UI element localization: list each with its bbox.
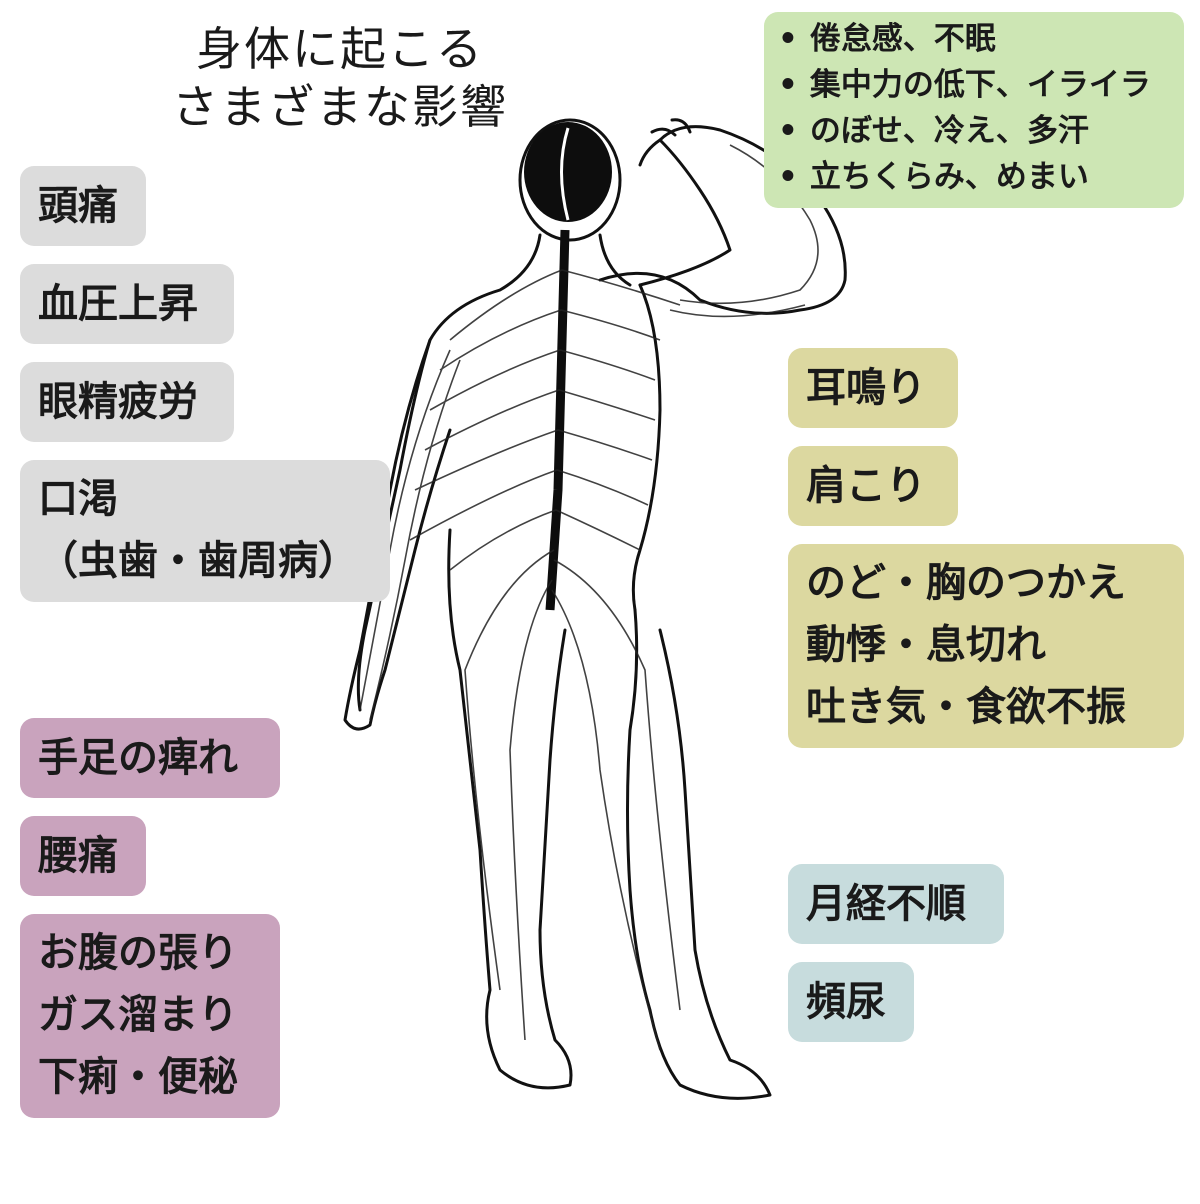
brain-icon	[524, 122, 612, 222]
numbness-label: 手足の痺れ	[20, 718, 280, 798]
spinal-cord	[545, 229, 570, 611]
irregular-period-label: 月経不順	[788, 864, 1004, 944]
nervous-system-figure	[300, 110, 860, 1140]
chest-line-2: 動悸・息切れ	[806, 622, 1046, 668]
list-item: 立ちくらみ、めまい	[778, 154, 1170, 200]
headache-label: 頭痛	[20, 166, 146, 246]
belly-line-1: お腹の張り	[38, 930, 238, 976]
list-item: 倦怠感、不眠	[778, 16, 1170, 62]
human-body-illustration	[343, 118, 847, 1100]
frequent-urination-label: 頻尿	[788, 962, 914, 1042]
general-symptoms-list: 倦怠感、不眠 集中力の低下、イライラ のぼせ、冷え、多汗 立ちくらみ、めまい	[778, 16, 1170, 200]
title-line-2: さまざまな影響	[172, 80, 508, 134]
title-line-1: 身体に起こる	[196, 22, 484, 76]
stiff-shoulders-label: 肩こり	[788, 446, 958, 526]
belly-line-2: ガス溜まり	[38, 992, 238, 1038]
chest-line-3: 吐き気・食欲不振	[806, 684, 1126, 730]
dry-mouth-line-1: 口渇	[38, 476, 118, 522]
blood-pressure-label: 血圧上昇	[20, 264, 234, 344]
list-item: のぼせ、冷え、多汗	[778, 108, 1170, 154]
digestive-symptoms-label: お腹の張り ガス溜まり 下痢・便秘	[20, 914, 280, 1118]
tinnitus-label: 耳鳴り	[788, 348, 958, 428]
back-pain-label: 腰痛	[20, 816, 146, 896]
chest-line-1: のど・胸のつかえ	[806, 560, 1126, 606]
diagram-title: 身体に起こる さまざまな影響	[140, 20, 540, 136]
eye-strain-label: 眼精疲労	[20, 362, 234, 442]
general-symptoms-box: 倦怠感、不眠 集中力の低下、イライラ のぼせ、冷え、多汗 立ちくらみ、めまい	[764, 12, 1184, 208]
belly-line-3: 下痢・便秘	[38, 1054, 238, 1100]
chest-symptoms-label: のど・胸のつかえ 動悸・息切れ 吐き気・食欲不振	[788, 544, 1184, 748]
list-item: 集中力の低下、イライラ	[778, 62, 1170, 108]
dry-mouth-line-2: （虫歯・歯周病）	[38, 538, 358, 584]
dry-mouth-label: 口渇 （虫歯・歯周病）	[20, 460, 390, 602]
